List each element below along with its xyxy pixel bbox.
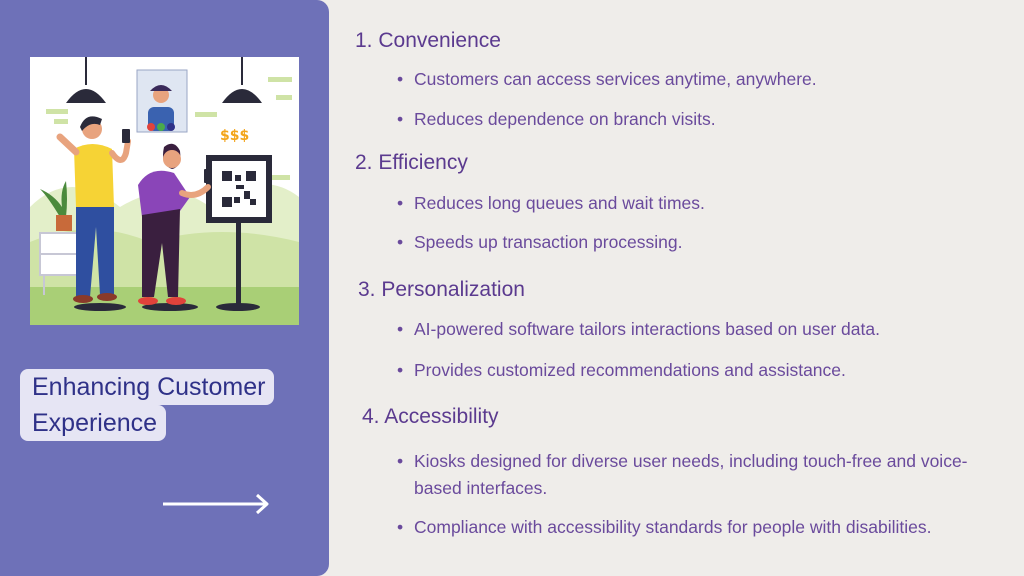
bullet-item: Reduces dependence on branch visits. — [397, 106, 716, 133]
section-heading: 1. Convenience — [355, 29, 501, 52]
left-panel: $$$ — [0, 0, 329, 576]
slide-title-line-1: Enhancing Customer — [20, 369, 275, 405]
slide-title: Enhancing Customer Experience — [20, 369, 275, 441]
qr-code-icon — [222, 171, 256, 207]
plant-icon — [40, 181, 72, 231]
section-heading: 3. Personalization — [358, 278, 525, 301]
bullet-item: Customers can access services anytime, a… — [397, 66, 817, 93]
pendant-lamp-icon — [222, 57, 262, 103]
bullet-item: Kiosks designed for diverse user needs, … — [397, 448, 1004, 502]
bullet-item: AI-powered software tailors interactions… — [397, 316, 880, 343]
kiosk-illustration: $$$ — [30, 57, 299, 325]
bullet-item: Compliance with accessibility standards … — [397, 514, 931, 541]
slide-title-line-2: Experience — [20, 405, 167, 441]
illustration-svg: $$$ — [30, 57, 299, 325]
bullet-item: Provides customized recommendations and … — [397, 357, 846, 384]
section-heading: 4. Accessibility — [362, 405, 499, 428]
arrow-right-icon — [163, 493, 269, 515]
pendant-lamp-icon — [66, 57, 106, 103]
section-heading: 2. Efficiency — [355, 151, 468, 174]
bullet-item: Speeds up transaction processing. — [397, 229, 683, 256]
bullet-item: Reduces long queues and wait times. — [397, 190, 705, 217]
currency-text: $$$ — [220, 128, 249, 144]
